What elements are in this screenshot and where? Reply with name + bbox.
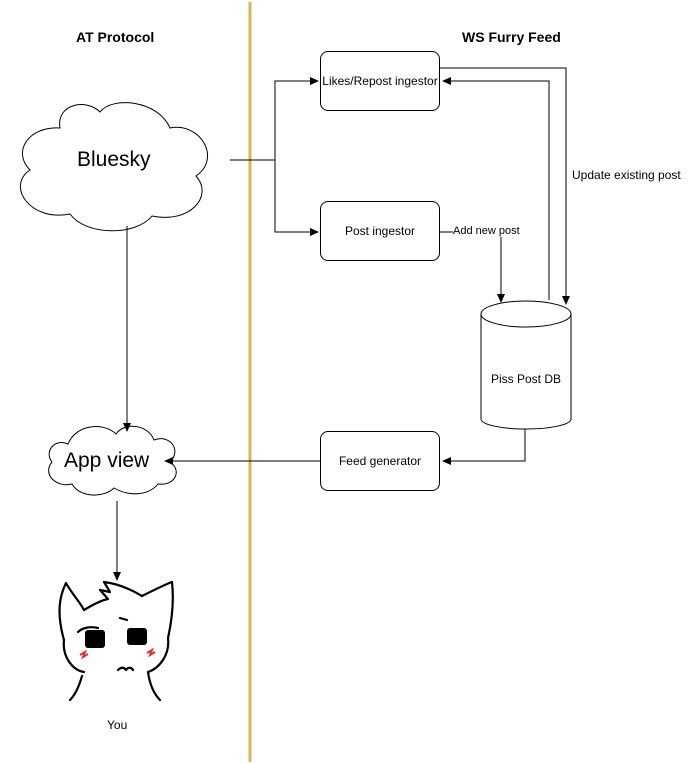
post-ingestor-label: Post ingestor (344, 224, 416, 238)
feed-generator-label: Feed generator (338, 454, 422, 468)
app-view-label: App view (64, 449, 150, 472)
edge-bluesky-post (274, 160, 319, 236)
you-label: You (107, 718, 128, 732)
add-new-post-label: Add new post (453, 225, 520, 237)
likes-repost-ingestor-box: Likes/Repost ingestor (320, 51, 440, 111)
update-existing-post-label: Update existing post (572, 168, 681, 182)
likes-repost-ingestor-label: Likes/Repost ingestor (322, 74, 438, 88)
edge-db-likes (442, 77, 550, 300)
bluesky-label: Bluesky (77, 148, 151, 171)
at-protocol-header: AT Protocol (76, 29, 155, 45)
database-label: Piss Post DB (491, 372, 562, 386)
feed-generator-box: Feed generator (320, 431, 440, 491)
app-view-cloud (48, 425, 177, 496)
edge-db-feed (442, 428, 526, 465)
you-character-drawing (58, 580, 174, 702)
database-cylinder (480, 300, 572, 430)
ws-furry-feed-header: WS Furry Feed (462, 29, 561, 45)
edge-likes-db (440, 67, 570, 305)
edge-bluesky-likes (274, 77, 319, 160)
bluesky-cloud (19, 102, 208, 232)
post-ingestor-box: Post ingestor (320, 201, 440, 261)
you-blush (79, 647, 156, 660)
edge-post-db (440, 231, 505, 303)
you-eyes (85, 628, 147, 648)
